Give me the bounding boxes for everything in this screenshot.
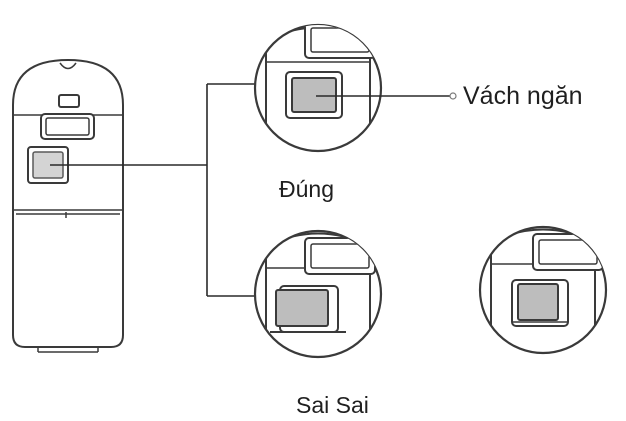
device-small-slot xyxy=(58,94,80,108)
partition-label: Vách ngăn xyxy=(463,82,583,110)
partition-pointer xyxy=(316,92,457,100)
detail-circle-wrong-1 xyxy=(253,229,383,359)
detail-circle-wrong-2 xyxy=(478,225,608,355)
device-card-slot xyxy=(40,113,95,140)
wrong-label: Sai Sai xyxy=(296,392,369,418)
device-partition-slot xyxy=(27,146,69,184)
connector-lines xyxy=(50,83,257,297)
detail-circle-correct xyxy=(253,23,383,153)
correct-label: Đúng xyxy=(279,176,334,202)
